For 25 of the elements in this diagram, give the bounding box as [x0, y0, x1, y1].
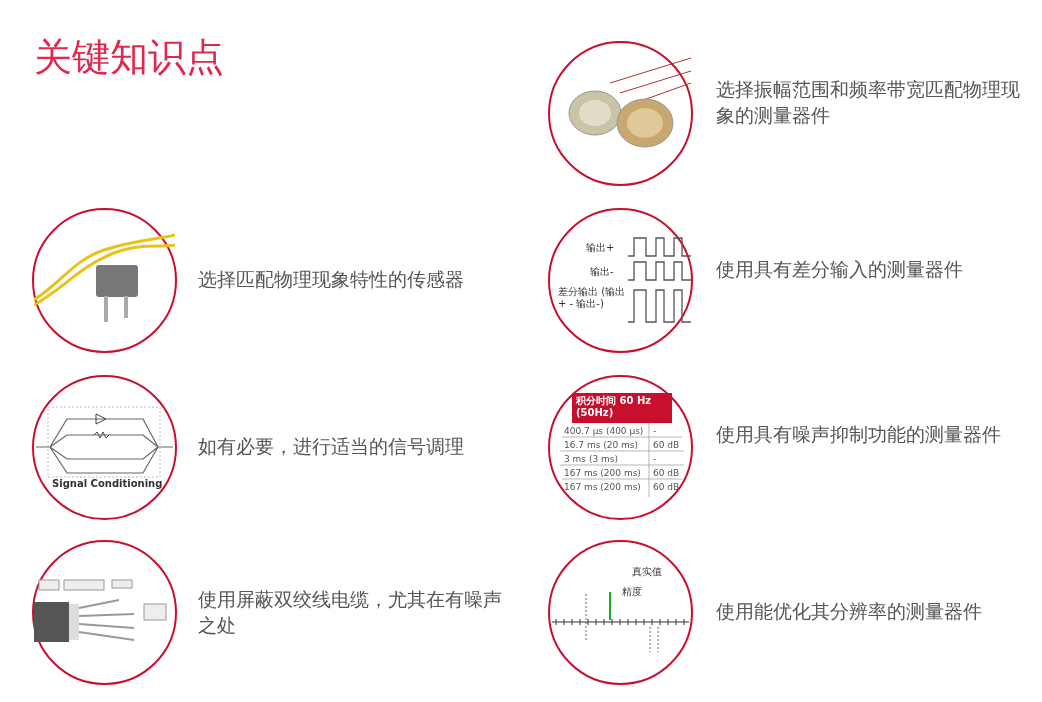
description-text: 使用具有噪声抑制功能的测量器件: [716, 422, 1002, 447]
table-cell-text: -: [653, 453, 657, 465]
diagram-label: 精度: [622, 586, 642, 598]
diagram-label: 输出+: [586, 242, 615, 254]
diagram-label: 真实值: [632, 566, 662, 578]
description-text: 选择匹配物理现象特性的传感器: [198, 267, 465, 292]
table-cell-text: 3 ms (3 ms): [564, 453, 618, 465]
description-text: 使用屏蔽双绞线电缆，尤其在有噪声之处: [198, 587, 503, 638]
table-cell-text: 60 dB: [653, 467, 680, 479]
description-text: 如有必要，进行适当的信号调理: [198, 434, 465, 459]
table-cell-text: 167 ms (200 ms): [564, 481, 641, 493]
table-cell-text: 400.7 µs (400 µs): [564, 425, 644, 437]
diagram-label: Signal Conditioning: [52, 478, 163, 490]
description-text: 使用具有差分输入的测量器件: [716, 257, 964, 282]
table-cell-text: 167 ms (200 ms): [564, 467, 641, 479]
table-cell-text: 16.7 ms (20 ms): [564, 439, 638, 451]
diagram-label: 输出-: [590, 266, 614, 278]
table-cell-text: 60 dB: [653, 439, 680, 451]
description-text: 选择振幅范围和频率带宽匹配物理现象的测量器件: [716, 77, 1021, 128]
table-cell-text: -: [653, 425, 657, 437]
table-cell-text: 60 dB: [653, 481, 680, 493]
title: 关键知识点: [34, 34, 224, 81]
description-text: 使用能优化其分辨率的测量器件: [716, 599, 983, 624]
diagram-label: 差分输出 (输出+ - 输出-): [558, 286, 627, 310]
table-cell-text: 积分时间 60 Hz (50Hz): [576, 395, 653, 419]
